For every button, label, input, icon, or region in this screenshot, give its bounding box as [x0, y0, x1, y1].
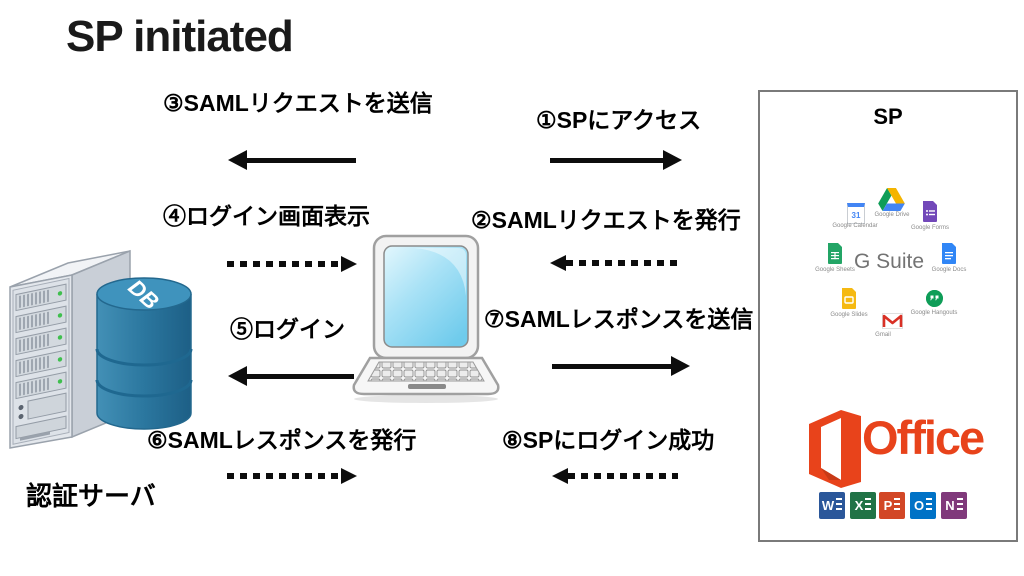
- gmail-icon: [882, 313, 903, 329]
- arrow-step7-saml-response-send: [552, 356, 690, 376]
- arrow-step8-login-success: [552, 466, 678, 486]
- auth-server-icon: DB: [9, 249, 193, 449]
- arrowhead-left-icon: [550, 255, 566, 271]
- sp-panel: SP 31 Google Calendar Google Drive Googl…: [758, 90, 1018, 542]
- gsuite-wordmark: G Suite: [854, 250, 925, 273]
- step2-label: ②SAMLリクエストを発行: [471, 207, 741, 233]
- step4-label: ④ログイン画面表示: [163, 203, 370, 229]
- word-icon: W: [819, 492, 845, 519]
- google-drive-label: Google Drive: [874, 212, 910, 218]
- excel-icon: X: [850, 492, 876, 519]
- step1-label: ①SPにアクセス: [536, 107, 702, 133]
- arrowhead-right-icon: [671, 356, 690, 376]
- document-lines-icon: [836, 498, 843, 513]
- google-hangouts-label: Google Hangouts: [910, 310, 958, 316]
- document-lines-icon: [865, 498, 872, 513]
- document-lines-icon: [894, 498, 901, 513]
- arrowhead-left-icon: [552, 468, 568, 484]
- office-wordmark: Office: [862, 411, 985, 464]
- arrow-step3-saml-request-send: [228, 150, 356, 170]
- arrowhead-right-icon: [663, 150, 682, 170]
- google-forms-icon: [923, 201, 937, 222]
- arrow-step4-login-screen: [227, 254, 357, 274]
- google-slides-icon: [842, 288, 856, 309]
- arrowhead-right-icon: [341, 256, 357, 272]
- client-laptop-icon: [352, 234, 500, 403]
- google-calendar-icon: 31: [847, 203, 865, 224]
- arrow-step5-login: [228, 366, 354, 386]
- arrowhead-left-icon: [228, 366, 247, 386]
- onenote-icon: N: [941, 492, 967, 519]
- step6-label: ⑥SAMLレスポンスを発行: [147, 427, 417, 453]
- google-calendar-label: Google Calendar: [832, 223, 878, 229]
- step5-label: ⑤ログイン: [230, 316, 345, 342]
- arrow-step2-saml-request-issue: [550, 253, 678, 273]
- step3-label: ③SAMLリクエストを送信: [163, 90, 433, 116]
- auth-server-label: 認証サーバ: [26, 481, 156, 511]
- step7-label: ⑦SAMLレスポンスを送信: [484, 306, 754, 332]
- office-logo-icon: [809, 410, 861, 488]
- page-title: SP initiated: [66, 12, 294, 61]
- google-docs-label: Google Docs: [931, 267, 967, 273]
- google-slides-label: Google Slides: [830, 312, 868, 318]
- google-docs-icon: [942, 243, 956, 264]
- arrowhead-right-icon: [341, 468, 357, 484]
- google-drive-icon: [878, 188, 905, 211]
- google-sheets-label: Google Sheets: [815, 267, 855, 273]
- outlook-icon: O: [910, 492, 936, 519]
- google-hangouts-icon: [926, 290, 943, 307]
- arrow-step1-access-sp: [550, 150, 682, 170]
- arrowhead-left-icon: [228, 150, 247, 170]
- sp-panel-title: SP: [873, 104, 903, 129]
- step8-label: ⑧SPにログイン成功: [502, 427, 715, 453]
- google-sheets-icon: [828, 243, 842, 264]
- google-forms-label: Google Forms: [910, 225, 949, 231]
- server-drive-bays: [15, 283, 67, 400]
- document-lines-icon: [926, 498, 933, 513]
- gmail-label: Gmail: [875, 332, 891, 338]
- arrow-step6-saml-response-issue: [227, 466, 357, 486]
- powerpoint-icon: P: [879, 492, 905, 519]
- document-lines-icon: [956, 498, 963, 513]
- database-icon: DB: [95, 274, 193, 430]
